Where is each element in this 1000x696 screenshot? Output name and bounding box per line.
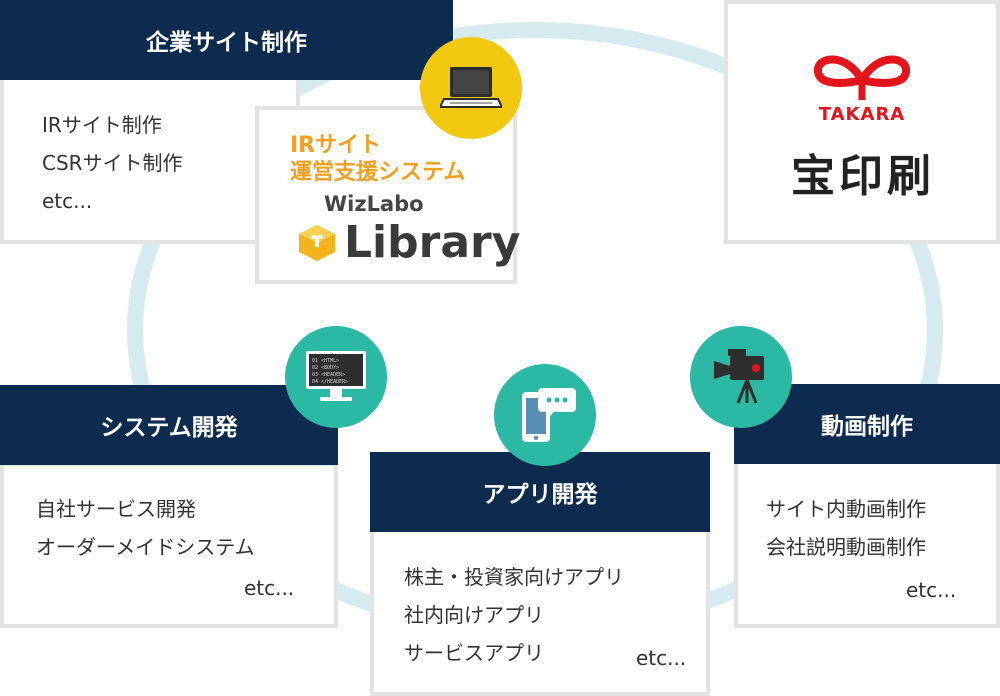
system-dev-list: 自社サービス開発 オーダーメイドシステム <box>36 490 255 566</box>
video-title: 動画制作 <box>821 414 913 440</box>
list-item: 自社サービス開発 <box>36 497 196 521</box>
laptop-circle <box>420 37 522 139</box>
corporate-site-title: 企業サイト制作 <box>146 30 307 56</box>
list-item: 会社説明動画制作 <box>766 535 926 559</box>
app-dev-list: 株主・投資家向けアプリ 社内向けアプリ サービスアプリ <box>404 558 624 672</box>
app-dev-etc: etc... <box>636 646 687 670</box>
list-item: オーダーメイドシステム <box>36 535 255 559</box>
system-dev-etc: etc... <box>244 576 295 600</box>
system-dev-card <box>0 462 338 628</box>
app-dev-title: アプリ開発 <box>482 482 598 508</box>
list-item: IRサイト制作 <box>42 113 162 137</box>
app-dev-card <box>370 528 710 696</box>
video-etc: etc... <box>906 578 957 602</box>
code-line: 02 <BODY> <box>312 365 339 371</box>
corporate-site-header: 企業サイト制作 <box>0 0 453 80</box>
library-logo-icon <box>299 225 335 261</box>
monitor-circle: 01 <HTML> 02 <BODY> 03 <HEADER> 04 </HEA… <box>285 326 387 428</box>
laptop-icon <box>440 67 502 108</box>
wizlabo-brand: WizLabo <box>324 192 424 216</box>
video-camera-circle <box>690 326 792 428</box>
video-camera-icon <box>714 349 764 404</box>
monitor-code-icon: 01 <HTML> 02 <BODY> 03 <HEADER> 04 </HEA… <box>306 351 366 401</box>
list-item: 株主・投資家向けアプリ <box>404 565 624 589</box>
app-dev-header: アプリ開発 <box>370 452 710 532</box>
library-title-line1: IRサイト <box>290 133 382 158</box>
video-list: サイト内動画制作 会社説明動画制作 <box>766 490 926 566</box>
code-line: 03 <HEADER> <box>312 372 345 378</box>
list-item: etc... <box>42 189 93 213</box>
library-brand: Library <box>344 217 521 268</box>
list-item: CSRサイト制作 <box>42 151 183 175</box>
video-card <box>734 460 1000 628</box>
system-dev-title: システム開発 <box>100 415 238 441</box>
smartphone-circle <box>494 364 596 466</box>
code-line: 01 <HTML> <box>312 358 339 364</box>
list-item: 社内向けアプリ <box>404 603 544 627</box>
smartphone-chat-icon <box>522 388 576 442</box>
corporate-site-list: IRサイト制作 CSRサイト制作 etc... <box>42 106 183 220</box>
takara-card <box>724 0 1000 244</box>
takara-logo-text: TAKARA <box>818 104 906 125</box>
list-item: サービスアプリ <box>404 641 544 665</box>
takara-company-name: 宝印刷 <box>791 151 935 202</box>
list-item: サイト内動画制作 <box>766 497 926 521</box>
code-line: 04 </HEADER> <box>312 379 348 385</box>
library-title-line2: 運営支援システム <box>290 160 466 185</box>
takara-logo-icon <box>814 55 910 100</box>
system-dev-header: システム開発 <box>0 385 338 465</box>
